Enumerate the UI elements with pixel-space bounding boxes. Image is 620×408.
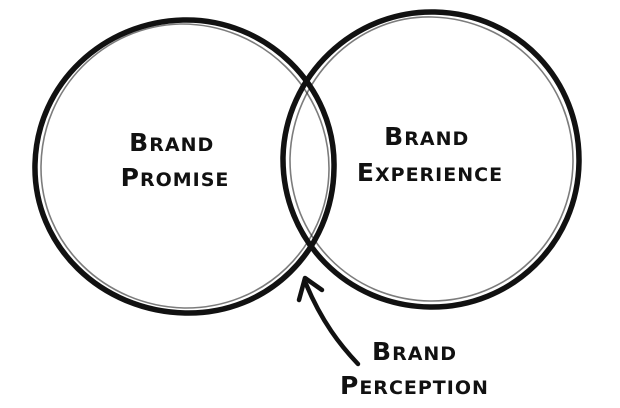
perception-arrow [296, 275, 361, 367]
brand-experience-label-line-2: EXPERIENCE [357, 158, 503, 187]
brand-experience-label-line-1: BRAND [384, 122, 469, 151]
brand-promise-circle [32, 17, 337, 316]
brand-perception-label: BRAND PERCEPTION [340, 337, 489, 400]
brand-experience-label: BRAND EXPERIENCE [357, 122, 503, 187]
brand-experience-circle [280, 9, 582, 310]
brand-perception-label-line-2: PERCEPTION [340, 371, 489, 400]
brand-perception-label-line-1: BRAND [372, 337, 457, 366]
brand-promise-label-line-2: PROMISE [121, 163, 230, 192]
brand-promise-label-line-1: BRAND [129, 128, 214, 157]
brand-promise-label: BRAND PROMISE [121, 128, 230, 192]
